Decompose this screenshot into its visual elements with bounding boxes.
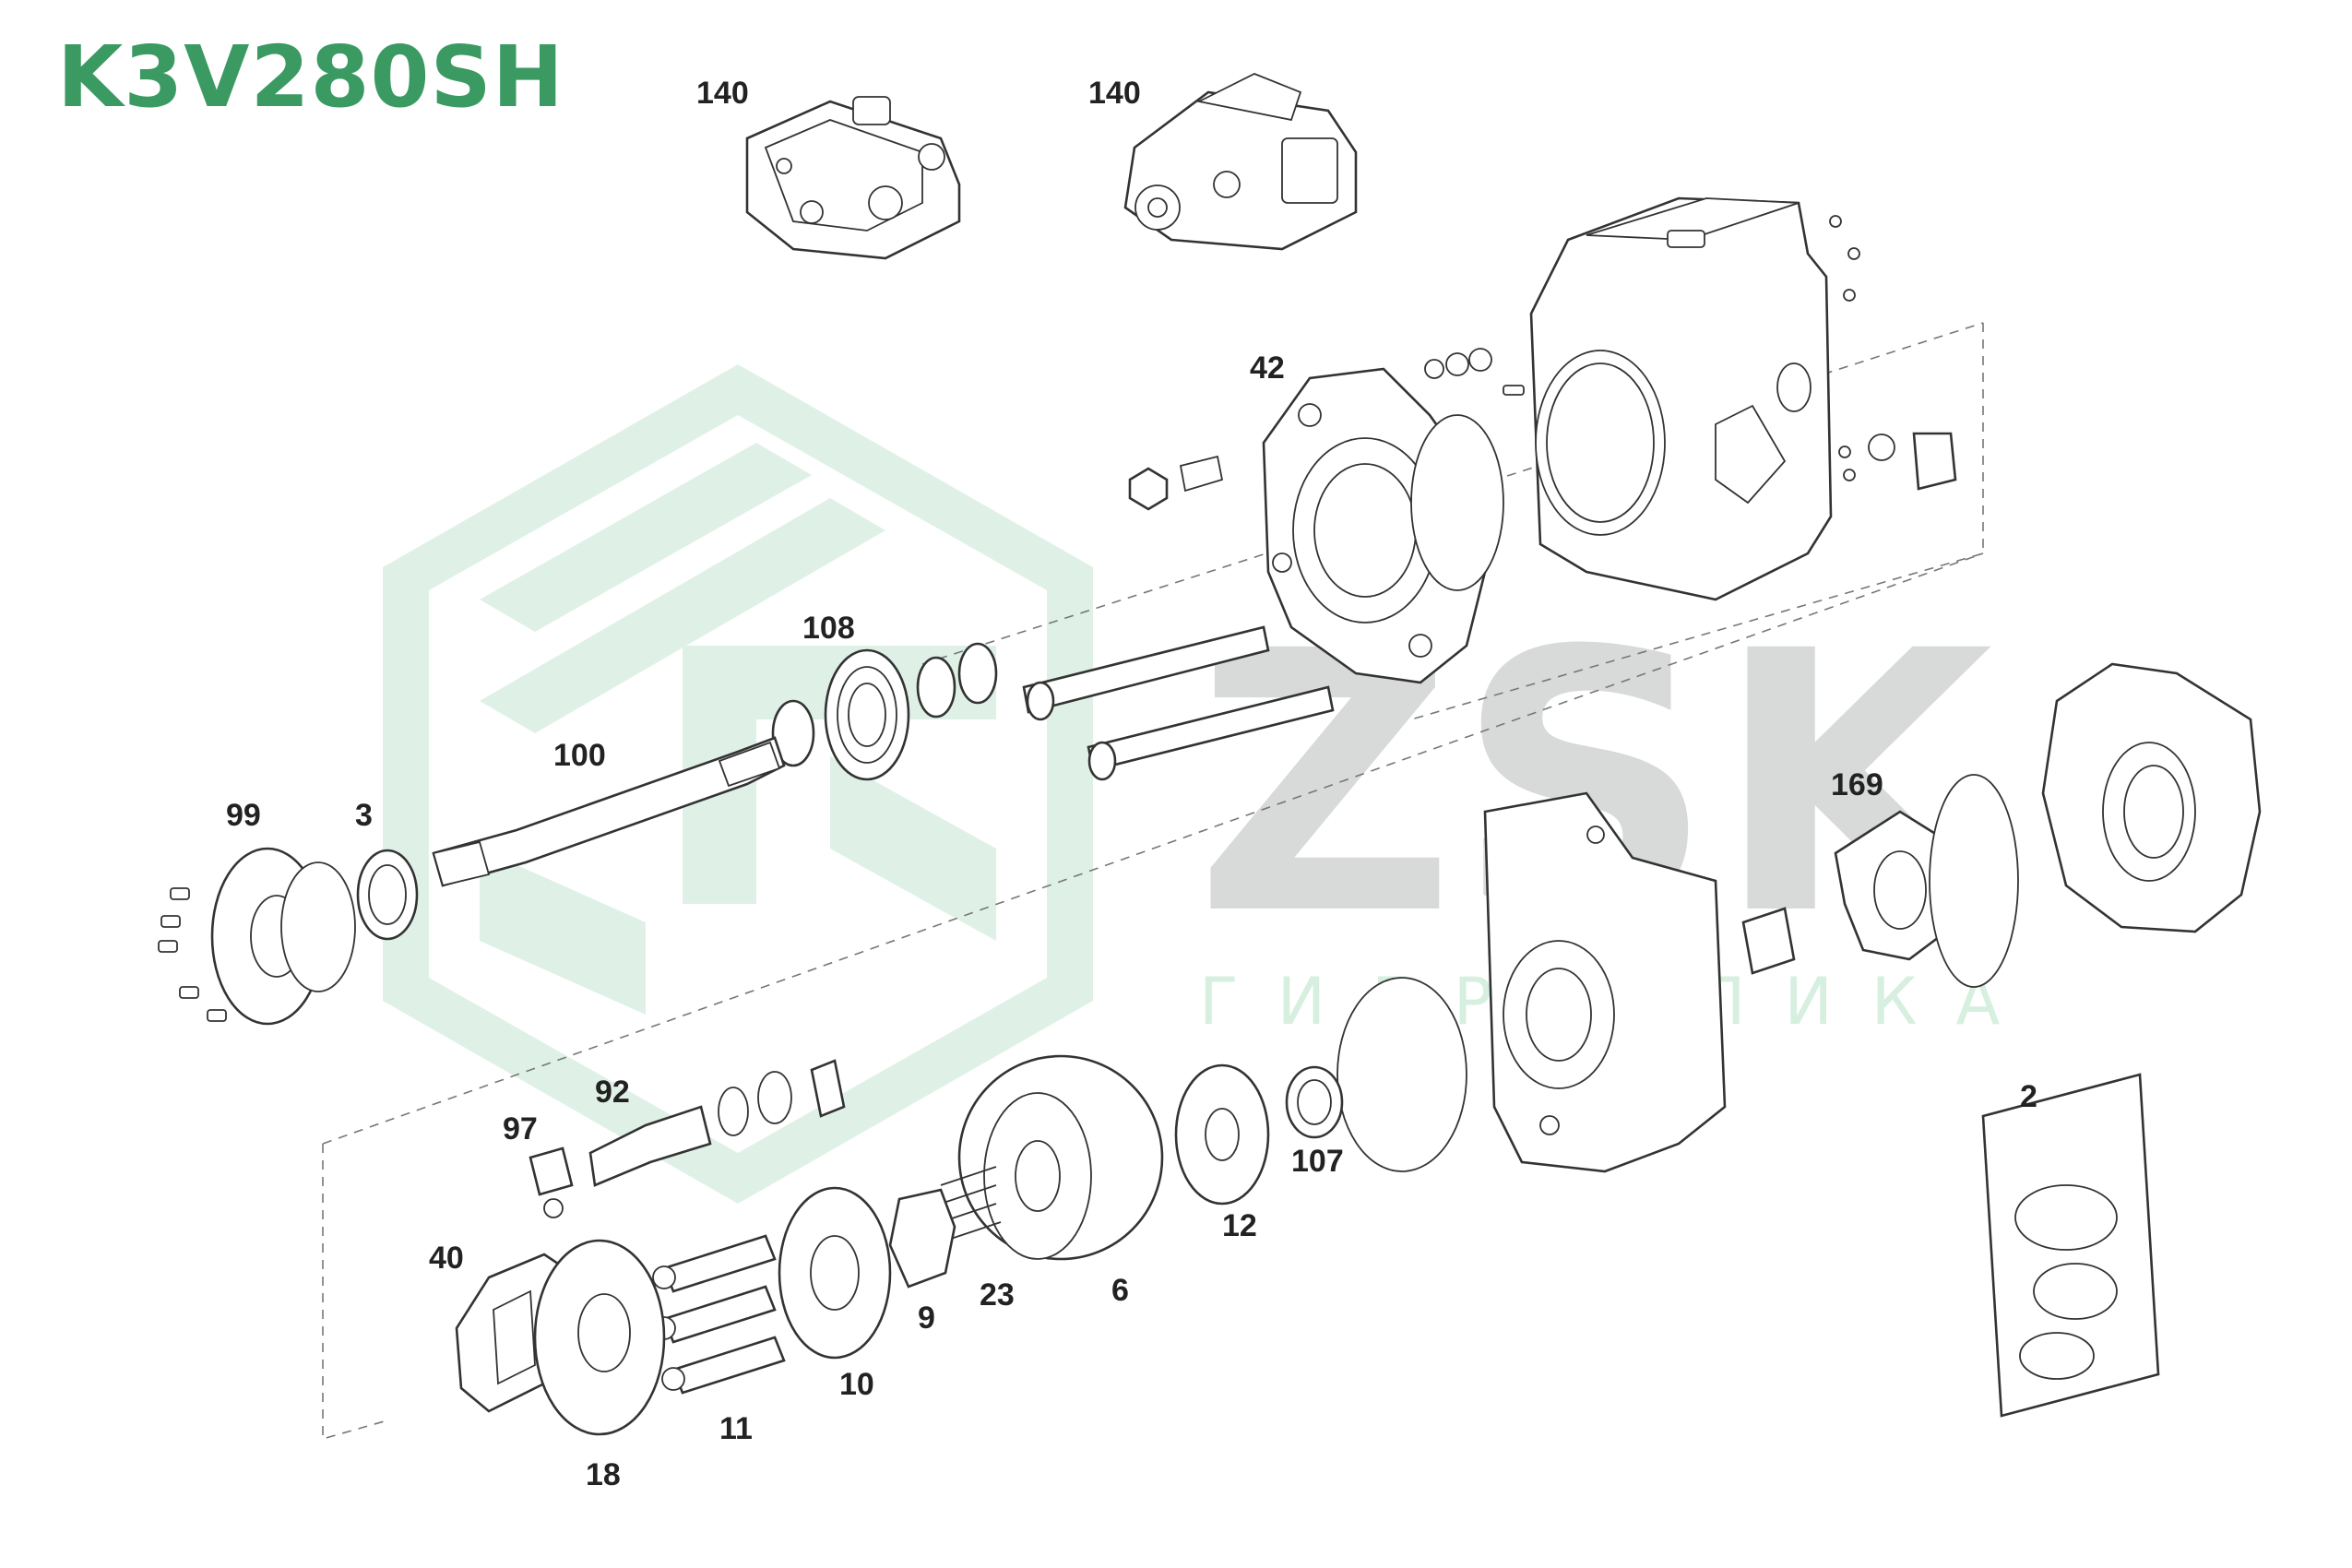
callout-108: 108	[802, 611, 855, 646]
diagram-title: K3V280SH	[57, 28, 564, 126]
callout-11: 11	[719, 1411, 753, 1446]
callout-97: 97	[503, 1111, 538, 1146]
cylinder-barrel-6	[957, 1054, 1164, 1261]
regulator-140-right	[1123, 73, 1358, 251]
nut-and-spring	[1128, 455, 1224, 511]
seal-3	[356, 849, 419, 941]
pistons-11	[652, 1234, 786, 1395]
callout-23: 23	[980, 1277, 1015, 1313]
casing-small-seals	[1424, 215, 1957, 491]
regulator-140-left	[745, 96, 961, 260]
callout-140-right: 140	[1088, 76, 1141, 111]
swash-support-169	[1741, 774, 2019, 988]
pump-casing	[1529, 196, 1833, 601]
rear-housing	[2041, 662, 2262, 933]
needle-bearing-107	[1285, 1065, 1344, 1139]
cover-99	[158, 847, 356, 1026]
shaft-100	[432, 736, 786, 887]
callout-100: 100	[553, 738, 606, 773]
callout-3: 3	[355, 798, 373, 833]
valve-block	[1483, 791, 1727, 1173]
callout-42: 42	[1250, 350, 1285, 386]
flange-42	[1262, 367, 1504, 684]
callout-labels: 140 140 42 108 100 99 3 169 92 97 107 12…	[226, 76, 2037, 1492]
callout-6: 6	[1111, 1273, 1129, 1308]
retainer-plate-10	[778, 1186, 892, 1360]
spherical-bush-9	[888, 1188, 956, 1289]
callout-12: 12	[1222, 1208, 1257, 1243]
callout-92: 92	[595, 1075, 630, 1110]
seal-kit-bag-2	[1981, 1073, 2160, 1418]
block-97	[529, 1146, 574, 1218]
callout-169: 169	[1831, 767, 1883, 802]
callout-10: 10	[839, 1367, 874, 1402]
bearing-108	[771, 642, 998, 781]
large-o-ring	[1336, 977, 1467, 1172]
callout-18: 18	[586, 1457, 621, 1492]
long-bolts	[1022, 625, 1335, 781]
shoe-plate-18	[533, 1239, 666, 1436]
assembly-guide-lines	[322, 322, 1984, 1441]
callout-140-left: 140	[696, 76, 749, 111]
callout-2: 2	[2020, 1079, 2037, 1114]
callout-99: 99	[226, 798, 261, 833]
callout-107: 107	[1291, 1144, 1344, 1179]
callout-9: 9	[918, 1301, 935, 1336]
spool-92	[588, 1059, 846, 1187]
valve-plate-12	[1174, 1063, 1270, 1206]
callout-40: 40	[429, 1241, 464, 1276]
